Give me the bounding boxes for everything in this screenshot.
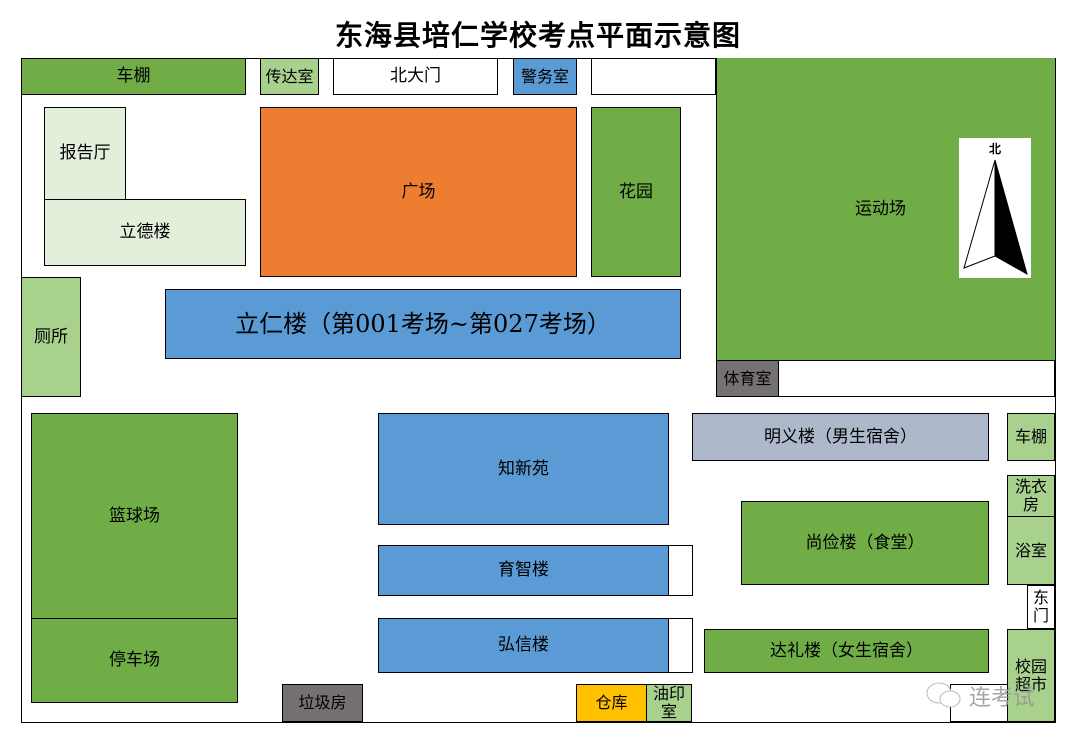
garbage-room: 垃圾房 — [282, 684, 363, 722]
lecture-hall: 报告厅 — [44, 107, 126, 200]
campus-supermarket: 校园超市 — [1007, 629, 1055, 722]
north-arrow-icon — [963, 159, 1028, 276]
police-room: 警务室 — [513, 58, 577, 95]
bike-shed-north: 车棚 — [21, 58, 246, 95]
lide-building: 立德楼 — [44, 199, 246, 266]
printing-label: 油印室 — [653, 684, 686, 721]
warehouse: 仓库 — [576, 684, 647, 722]
printing-room: 油印室 — [646, 684, 692, 722]
north-compass: 北 — [959, 138, 1031, 278]
bike-shed-east: 车棚 — [1007, 413, 1055, 461]
sports-field-label: 运动场 — [855, 198, 906, 219]
dali-building: 达礼楼（女生宿舍） — [704, 629, 989, 673]
east-gate: 东门 — [1027, 585, 1055, 629]
liren-building: 立仁楼（第001考场~第027考场） — [165, 289, 681, 359]
yuzhi-annex — [668, 545, 693, 596]
toilet: 厕所 — [21, 277, 81, 397]
map-title: 东海县培仁学校考点平面示意图 — [334, 19, 741, 52]
blank-block-pe — [778, 360, 1055, 397]
supermarket-label: 校园超市 — [1015, 656, 1048, 694]
shangjian-building: 尚俭楼（食堂） — [741, 501, 989, 585]
hongxin-annex — [668, 618, 693, 673]
blank-block-north — [591, 58, 716, 95]
pe-room: 体育室 — [716, 360, 779, 397]
east-gate-label: 东门 — [1033, 588, 1050, 625]
watermark-text: 连考试 — [969, 686, 1036, 711]
mingyi-building: 明义楼（男生宿舍） — [692, 413, 989, 461]
bathroom: 浴室 — [1007, 516, 1055, 585]
laundry-label: 洗衣房 — [1015, 477, 1048, 514]
reception-room: 传达室 — [260, 58, 319, 95]
north-gate: 北大门 — [333, 58, 498, 95]
hongxin-building: 弘信楼 — [378, 618, 669, 673]
parking-lot: 停车场 — [31, 618, 238, 703]
wechat-icon — [926, 682, 961, 708]
watermark: 连考试 — [925, 680, 1035, 712]
yuzhi-building: 育智楼 — [378, 545, 669, 596]
compass-north-label: 北 — [988, 142, 1001, 156]
laundry-room: 洗衣房 — [1007, 475, 1055, 517]
garden: 花园 — [591, 107, 681, 277]
zhixin-building: 知新苑 — [378, 413, 669, 525]
basketball-court: 篮球场 — [31, 413, 238, 619]
plaza: 广场 — [260, 107, 577, 277]
